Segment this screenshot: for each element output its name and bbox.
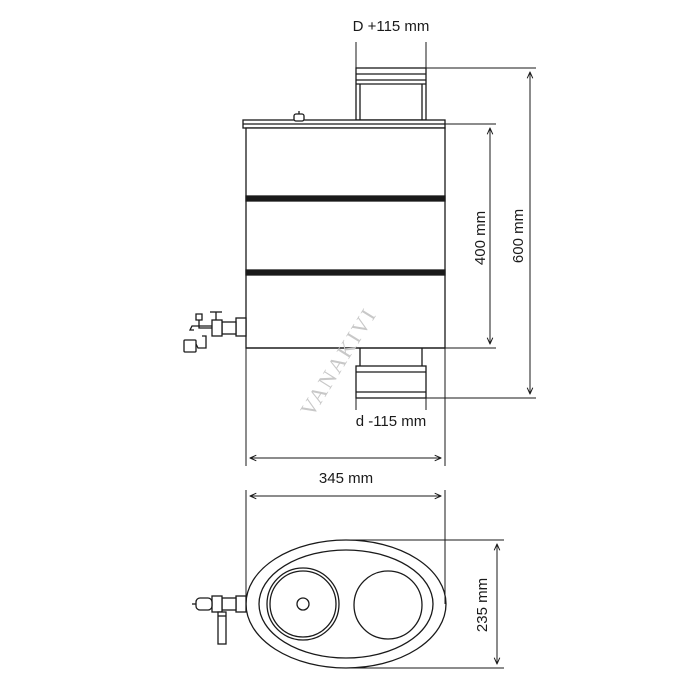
tank-body xyxy=(245,127,446,349)
top-view xyxy=(192,490,504,669)
inner-oval xyxy=(258,549,434,659)
top-view-extension-lines xyxy=(245,490,504,669)
top-pipe-diameter-label: D +115 mm xyxy=(353,18,430,35)
tap-opening xyxy=(266,567,340,641)
depth-label: 235 mm xyxy=(474,578,491,632)
top-pipe xyxy=(355,67,427,121)
top-view-dimension-lines xyxy=(250,496,497,664)
side-view xyxy=(183,42,536,466)
extension-lines xyxy=(245,42,536,466)
tank-height-label: 400 mm xyxy=(472,211,489,265)
dimension-lines xyxy=(250,72,530,458)
outer-oval xyxy=(245,539,447,669)
water-tap xyxy=(183,311,247,353)
water-tap-top xyxy=(192,595,247,645)
width-label: 345 mm xyxy=(319,470,373,487)
bottom-pipe xyxy=(355,348,427,399)
bottom-pipe-diameter-label: d -115 mm xyxy=(356,413,427,430)
pipe-opening xyxy=(353,570,423,640)
total-height-label: 600 mm xyxy=(510,209,527,263)
